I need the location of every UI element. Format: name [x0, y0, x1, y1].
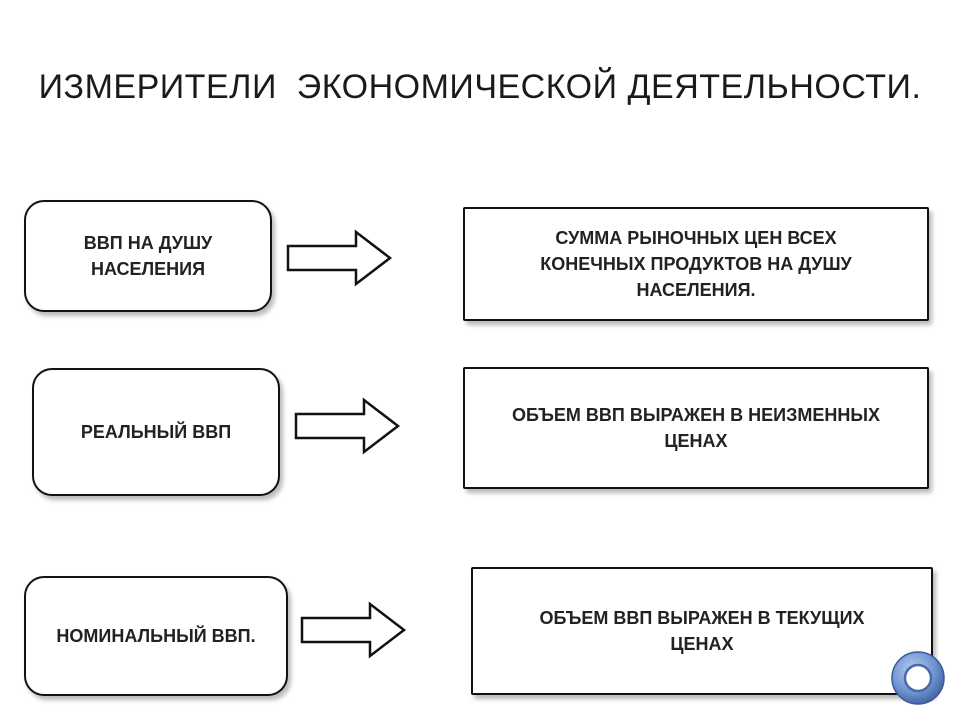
right-arrow-icon: [294, 397, 401, 455]
definition-box-gdp-per-capita: СУММА РЫНОЧНЫХ ЦЕН ВСЕХ КОНЕЧНЫХ ПРОДУКТ…: [463, 207, 929, 321]
circle-nav-icon[interactable]: [890, 650, 946, 706]
term-box-nominal-gdp: НОМИНАЛЬНЫЙ ВВП.: [24, 576, 288, 696]
page-title: ИЗМЕРИТЕЛИ ЭКОНОМИЧЕСКОЙ ДЕЯТЕЛЬНОСТИ.: [38, 68, 922, 106]
definition-box-real-gdp: ОБЪЕМ ВВП ВЫРАЖЕН В НЕИЗМЕННЫХ ЦЕНАХ: [463, 367, 929, 489]
term-box-gdp-per-capita: ВВП НА ДУШУ НАСЕЛЕНИЯ: [24, 200, 272, 312]
right-arrow-icon: [300, 601, 407, 659]
right-arrow-icon: [286, 229, 393, 287]
term-box-real-gdp: РЕАЛЬНЫЙ ВВП: [32, 368, 280, 496]
definition-box-nominal-gdp: ОБЪЕМ ВВП ВЫРАЖЕН В ТЕКУЩИХ ЦЕНАХ: [471, 567, 933, 695]
